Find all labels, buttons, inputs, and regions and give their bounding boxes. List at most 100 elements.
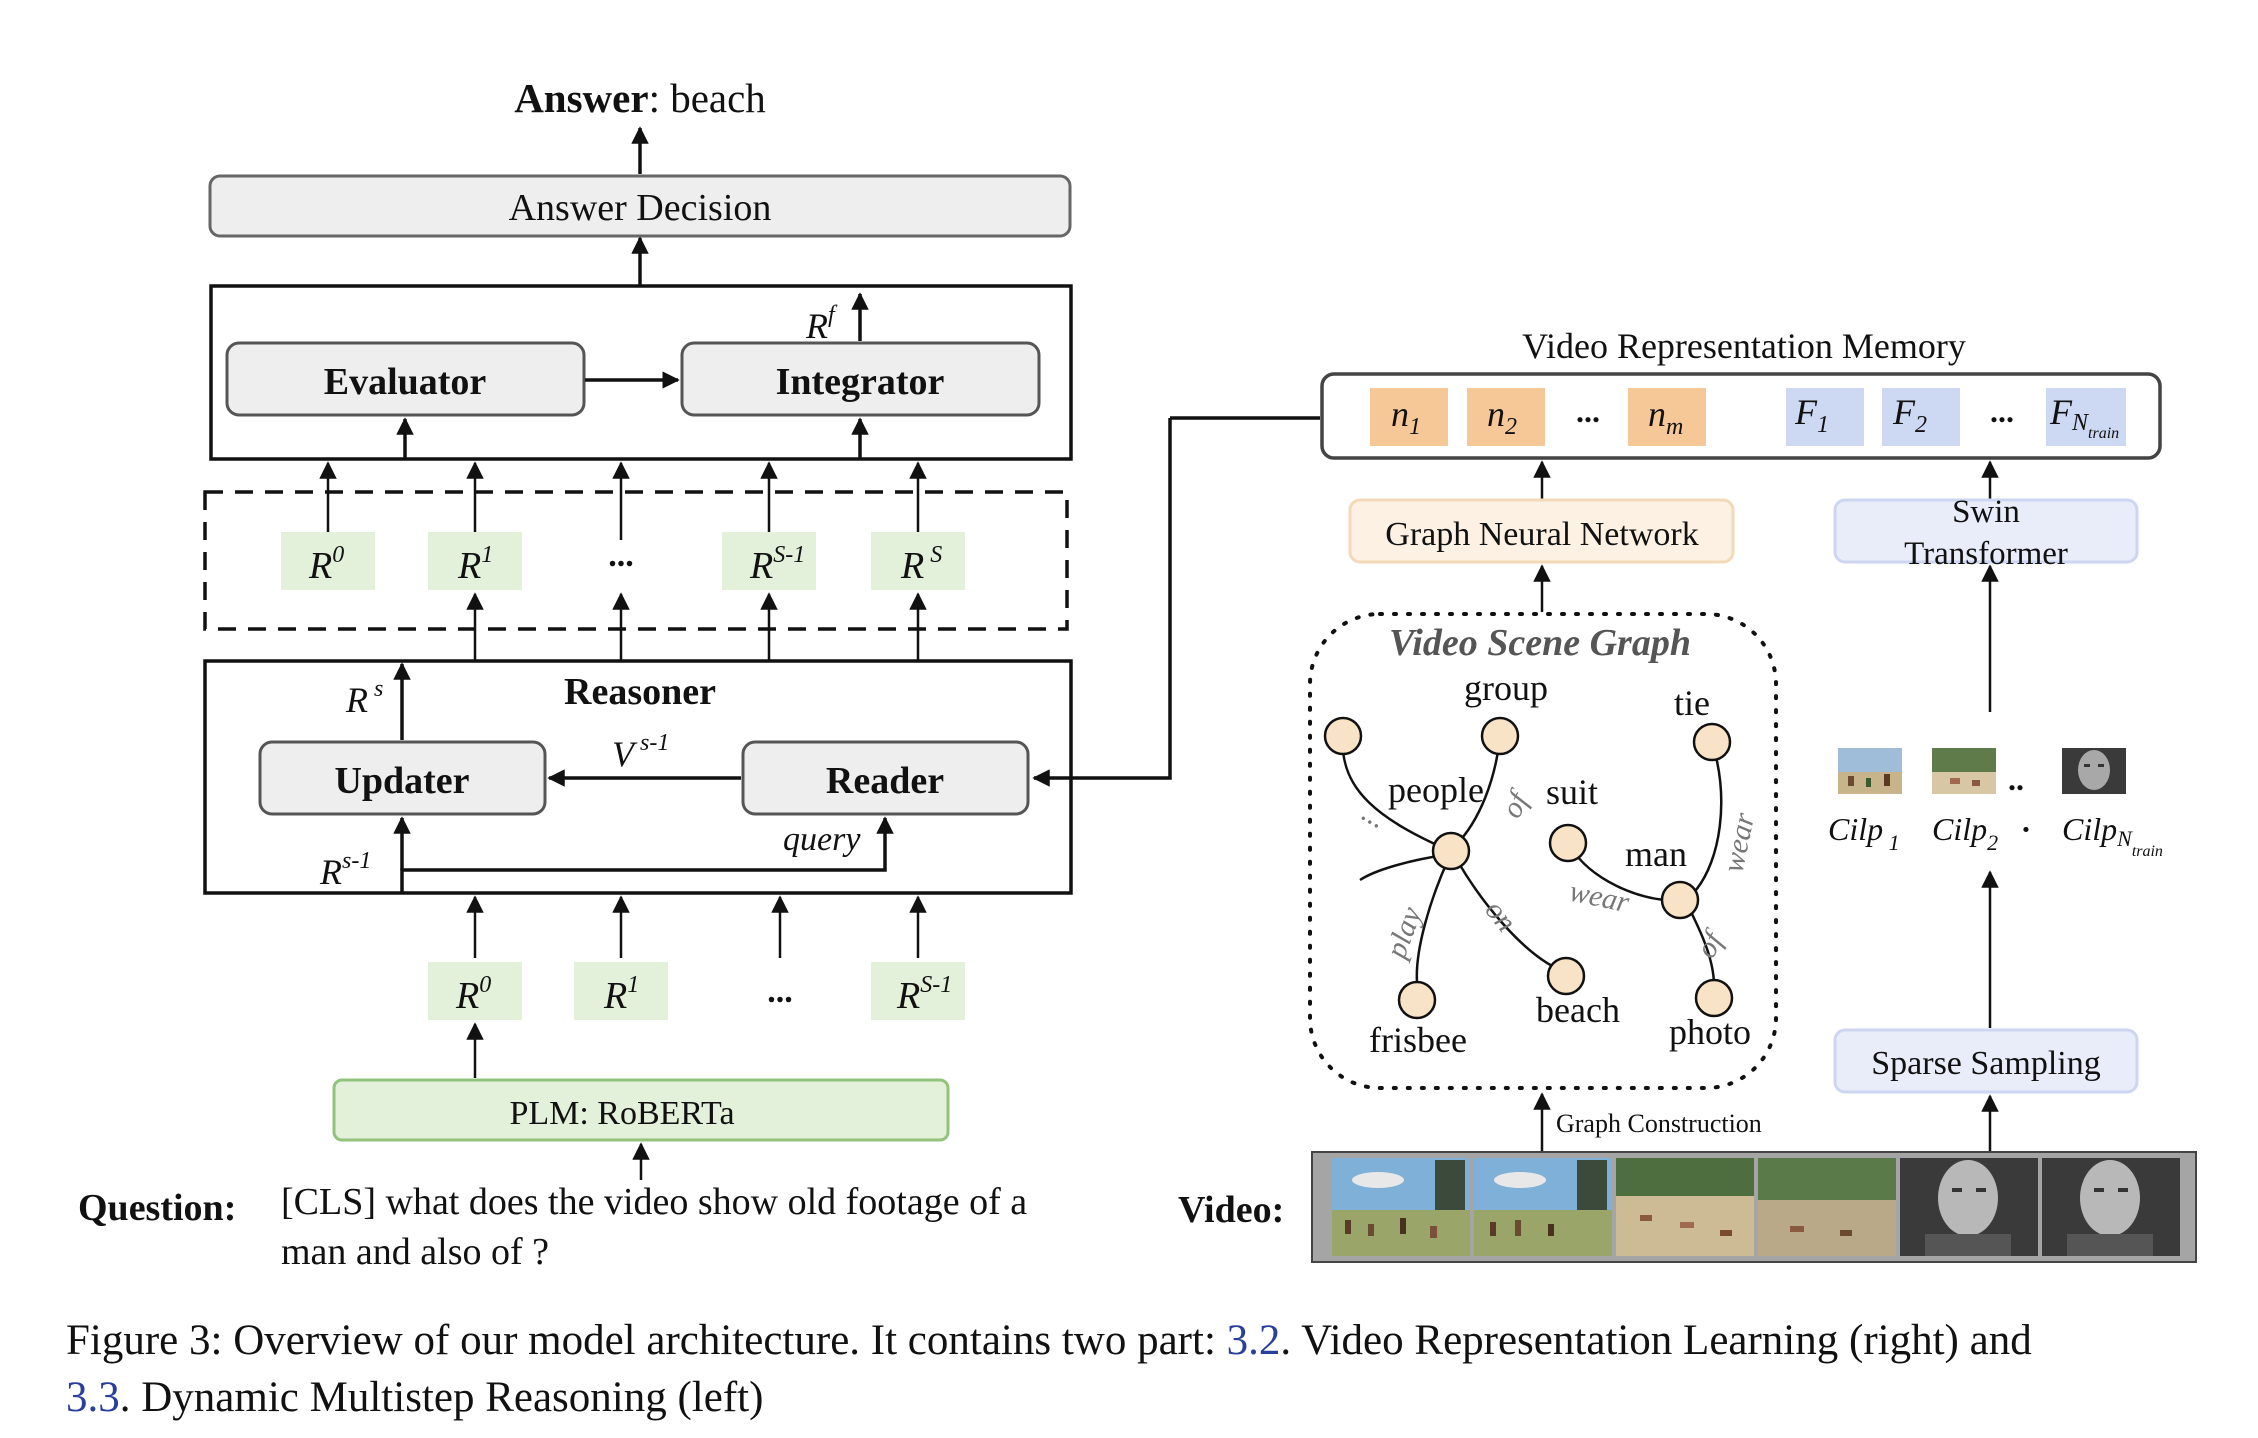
clip-thumbnail-n [2062,748,2126,794]
input-state-r1: R1 [574,962,668,1020]
answer-decision-box [208,174,1072,238]
node-label-photo: photo [1669,1012,1751,1052]
integrator-box [680,341,1041,417]
edge-label-play: play [1379,902,1429,964]
clip-dot: · [2021,811,2032,847]
reasoning-state-rs-1: RS-1 [722,532,816,590]
memory-to-reader-connector [1032,418,1172,787]
memory-frame-fn: FNtrain [2046,388,2126,446]
edge-label-wear-tie: wear [1717,810,1762,876]
node-circle-photo [1694,978,1734,1018]
evaluator-box [225,341,586,417]
video-frame-2 [1474,1158,1612,1256]
video-frame-3 [1616,1158,1754,1256]
clip-thumbnail-1 [1838,748,1902,794]
edge-label-of-photo: of [1689,924,1731,964]
question-label: Question: [78,1187,236,1229]
caption-ref-3-2[interactable]: 3.2 [1226,1317,1281,1364]
scene-graph-title: Video Scene Graph [1389,622,1691,664]
video-frame-6 [2042,1158,2180,1256]
memory-title: Video Representation Memory [1522,326,1966,366]
reasoning-states-dashed-box [203,490,1069,631]
node-label-beach: beach [1536,990,1620,1030]
reasoning-ellipsis-top: ... [608,537,634,574]
clip-label-2: Cilp2 [1932,811,1998,855]
scene-graph-box [1308,612,1778,1090]
clip-label-1: Cilp 1 [1828,811,1900,855]
reasoning-ellipsis-bottom: ... [767,973,793,1010]
node-label-group: group [1464,668,1548,708]
swin-box [1833,498,2139,564]
reader-label: Reader [826,760,944,802]
caption-part1: Figure 3: Overview of our model architec… [66,1317,1227,1364]
updater-box [258,740,547,816]
caption-ref-3-3[interactable]: 3.3 [66,1374,120,1421]
edge-label-of: of [1495,784,1537,823]
video-film-strip [1311,1151,2197,1263]
svg-text:R0: R0 [455,972,491,1017]
plm-label: PLM: RoBERTa [509,1095,734,1132]
memory-node-nm: nm [1628,388,1706,446]
node-circle-group [1480,716,1520,756]
node-circle-beach [1546,956,1586,996]
gnn-box [1348,498,1735,564]
reasoner-to-states-arrows [466,592,927,660]
edge-label-wear: wear [1567,875,1633,920]
graph-construction-label: Graph Construction [1556,1109,1762,1138]
rs-1-label: Rs-1 [319,848,371,892]
plm-box [332,1078,950,1142]
node-circle-man [1660,880,1700,920]
node-circle-suit [1548,823,1588,863]
reasoner-label: Reasoner [564,671,716,713]
rs-1-feed-line [400,816,894,893]
updater-label: Updater [334,760,469,802]
memory-frame-f2: F2 [1882,388,1960,446]
sparse-sampling-box [1833,1028,2139,1094]
states-to-frame-arrows [319,461,927,540]
answer-decision-label: Answer Decision [509,187,772,229]
question-line2: man and also of ? [281,1231,549,1273]
caption-part3: . Dynamic Multistep Reasoning (left) [119,1374,764,1421]
reasoning-state-r0: R0 [281,532,375,590]
reasoning-state-rs: R S [871,532,965,590]
answer-value: : beach [649,75,766,121]
node-circle-center [1431,831,1471,871]
node-label-people: people [1388,770,1484,810]
memory-frame-f1: F1 [1786,388,1864,446]
memory-node-n1: n1 [1370,388,1448,446]
integrator-label: Integrator [776,361,945,403]
memory-ellipsis-nodes: ... [1576,393,1600,429]
inputs-to-reasoner-arrows [466,895,927,958]
video-label: Video: [1178,1189,1284,1231]
swin-label-line1: Swin [1952,494,2020,530]
video-frame-1 [1332,1158,1470,1256]
answer-text: Answer: beach [514,75,766,121]
node-label-tie: tie [1674,683,1710,723]
input-state-rs-1: RS-1 [871,962,965,1020]
node-circle-left [1323,716,1363,756]
answer-label: Answer [514,75,648,121]
node-circle-tie [1692,722,1732,762]
clip-thumbnail-2 [1932,748,1996,794]
node-label-frisbee: frisbee [1369,1020,1467,1060]
caption-part2: . Video Representation Learning (right) … [1280,1317,2032,1364]
sparse-sampling-label: Sparse Sampling [1871,1045,2100,1082]
input-state-r0: R0 [428,962,522,1020]
reader-box [741,740,1030,816]
video-frame-4 [1758,1158,1896,1256]
clip-dots: .. [2008,761,2024,797]
scene-graph-nodes [1323,716,1734,1020]
memory-node-n2: n2 [1467,388,1545,446]
swin-label-line2: Transformer [1904,536,2068,572]
video-frame-5 [1900,1158,2038,1256]
query-label: query [783,821,861,858]
question-line1: [CLS] what does the video show old foota… [281,1181,1027,1223]
figure-caption: Figure 3: Overview of our model architec… [66,1312,2226,1426]
gnn-label: Graph Neural Network [1385,516,1698,553]
evaluator-label: Evaluator [324,361,487,403]
clip-label-n: CilpNtrain [2062,811,2163,860]
node-circle-frisbee [1397,980,1437,1020]
node-label-man: man [1625,834,1687,874]
reasoning-state-r1: R1 [428,532,522,590]
